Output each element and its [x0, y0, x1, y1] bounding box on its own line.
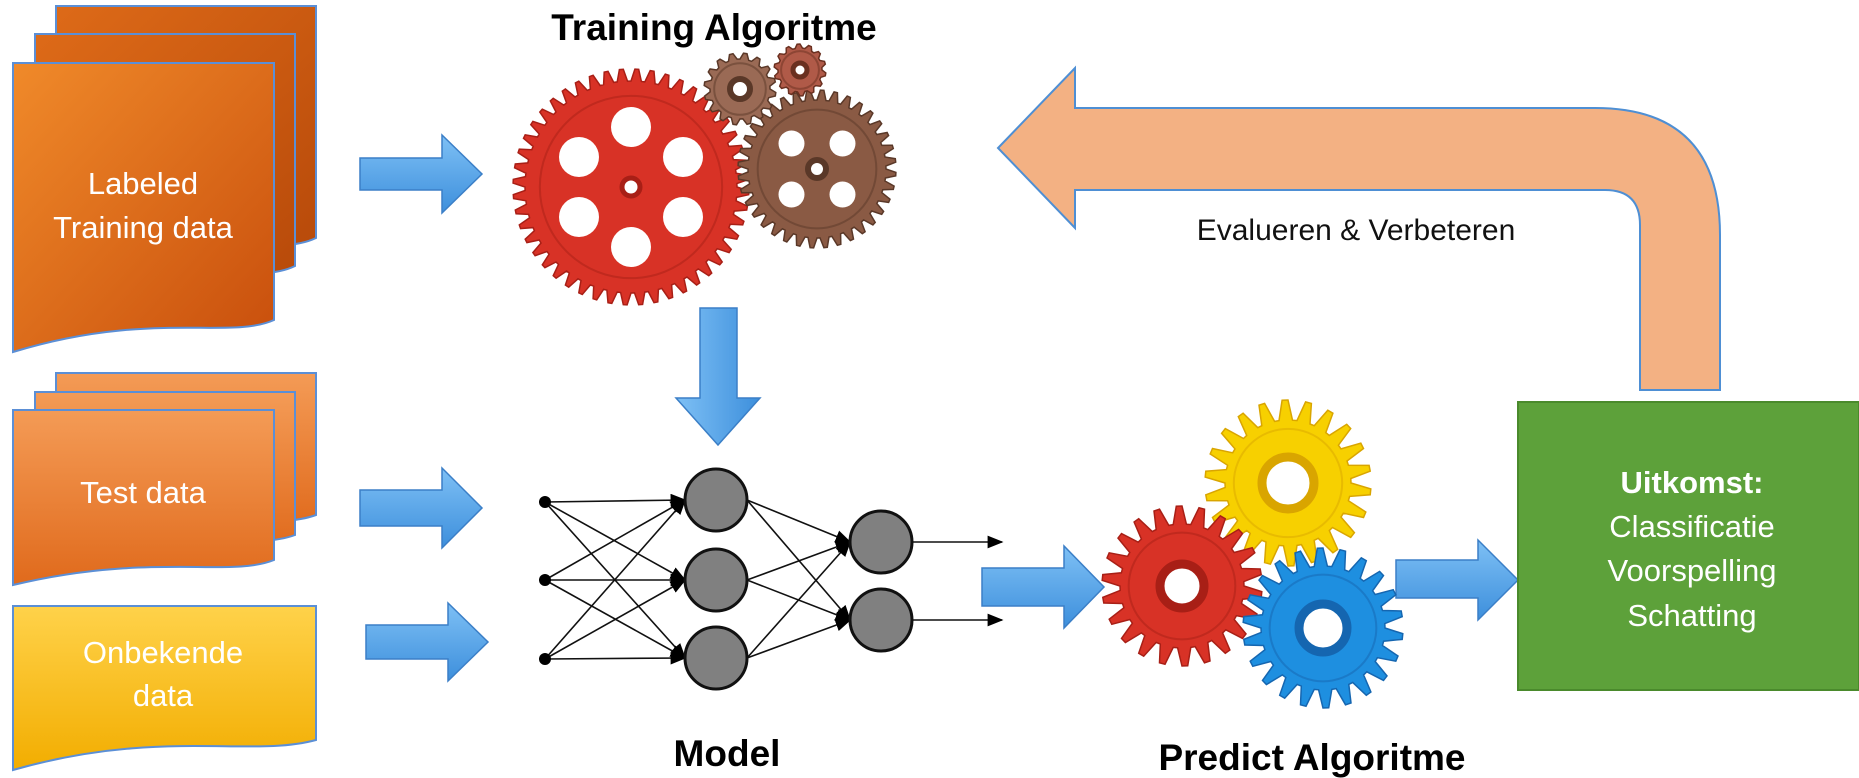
arrow-predict-to-outcome: [1395, 538, 1520, 622]
unknown-line1: Onbekende: [83, 635, 243, 670]
hidden-neuron: [683, 625, 749, 691]
network-edge: [746, 618, 852, 659]
input-node: [539, 653, 551, 665]
labeled-line1: Labeled: [88, 166, 198, 201]
network-edge: [746, 499, 852, 622]
network-edge: [746, 540, 852, 581]
predict-gear-blue-icon: [1242, 547, 1404, 709]
unknown-line2: data: [133, 678, 194, 713]
model-network-icon: [539, 467, 1004, 691]
predict-title: Predict Algoritme: [1158, 737, 1465, 778]
hidden-neuron: [683, 467, 749, 533]
network-edge: [544, 493, 687, 507]
network-edge: [544, 499, 687, 581]
output-neuron: [848, 587, 914, 653]
network-edge: [746, 499, 852, 543]
feedback-arrow: Evalueren & Verbeteren: [996, 65, 1721, 391]
network-edge: [544, 579, 687, 660]
outcome-box: Uitkomst: Classificatie Voorspelling Sch…: [1517, 401, 1859, 691]
labeled-line2: Training data: [53, 210, 234, 245]
arrow-labeled-to-training: [359, 133, 484, 215]
training-gear-tiny-icon: [773, 43, 827, 97]
predict-gear-red-icon: [1101, 505, 1263, 667]
hidden-neuron: [683, 547, 749, 613]
outcome-item-classificatie: Classificatie: [1609, 509, 1774, 544]
model-title: Model: [674, 733, 781, 774]
outcome-item-schatting: Schatting: [1627, 598, 1756, 633]
input-node: [539, 574, 551, 586]
training-gear-medium-icon: [737, 89, 897, 249]
outcome-title: Uitkomst:: [1621, 465, 1764, 500]
arrow-model-to-predict: [981, 544, 1106, 630]
test-data-doc: Test data: [12, 372, 317, 587]
predict-gear-yellow-icon: [1204, 399, 1372, 567]
network-edge: [544, 498, 687, 660]
feedback-label: Evalueren & Verbeteren: [1197, 214, 1516, 247]
network-edge: [746, 540, 852, 659]
training-gears-icon: [512, 43, 897, 306]
predict-gears-icon: [1101, 399, 1404, 709]
output-neuron: [848, 509, 914, 575]
network-edge: [544, 651, 687, 665]
outcome-item-voorspelling: Voorspelling: [1608, 553, 1777, 588]
test-data-label: Test data: [80, 475, 207, 510]
training-gear-large-icon: [512, 68, 750, 306]
arrow-test-to-model: [359, 466, 484, 550]
network-edge: [544, 501, 687, 581]
input-node: [539, 496, 551, 508]
training-gear-small-icon: [703, 52, 777, 126]
training-title: Training Algoritme: [551, 7, 876, 48]
arrow-unknown-to-model: [365, 601, 490, 683]
arrow-training-to-model: [674, 307, 762, 447]
unknown-data-doc: Onbekende data: [12, 605, 317, 772]
labeled-training-data-doc: Labeled Training data: [12, 5, 317, 354]
